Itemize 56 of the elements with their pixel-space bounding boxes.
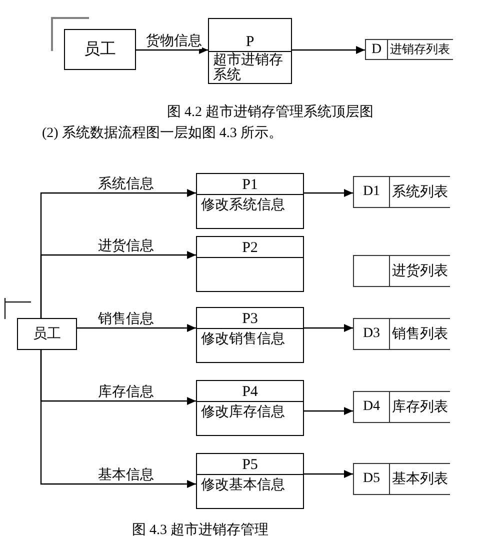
arrow: [304, 189, 353, 197]
store-name: 进销存列表: [390, 42, 450, 57]
process-box: [196, 236, 304, 292]
entity-name: 员工: [33, 326, 61, 342]
body-text: (2) 系统数据流程图一层如图 4.3 所示。: [42, 125, 282, 142]
data-store: [353, 463, 450, 495]
process-id: P: [246, 34, 254, 50]
process-box: [196, 380, 304, 436]
data-store: [365, 39, 453, 60]
process-name: 修改系统信息: [201, 197, 285, 214]
arrow: [304, 324, 353, 332]
arrow: [40, 350, 196, 488]
process-name: 修改库存信息: [201, 404, 285, 421]
process-name: 修改基本信息: [201, 477, 285, 494]
process-id: P5: [242, 457, 258, 473]
process-box: [196, 453, 304, 509]
edge-label: 库存信息: [98, 384, 154, 400]
arrow: [136, 46, 208, 54]
arrow: [40, 251, 196, 318]
edge-label: 进货信息: [98, 238, 154, 254]
edge-label: 货物信息: [146, 33, 202, 49]
arrow: [304, 470, 353, 478]
edge-label: 系统信息: [98, 176, 154, 192]
figure-caption: 图 4.2 超市进销存管理系统顶层图: [167, 104, 374, 121]
edge-label: 销售信息: [98, 311, 154, 327]
entity-name: 员工: [84, 40, 116, 59]
store-name: 库存列表: [392, 398, 448, 416]
arrow: [292, 46, 365, 54]
store-name: 系统列表: [392, 184, 448, 200]
edge-label: 基本信息: [98, 467, 154, 483]
process-name: 修改销售信息: [201, 331, 285, 348]
data-store: [353, 176, 450, 208]
process-id: P2: [242, 240, 258, 256]
process-id: P3: [242, 311, 258, 327]
arrow: [304, 407, 353, 415]
store-name: 销售列表: [392, 326, 448, 342]
store-id: D1: [362, 184, 380, 200]
process-name: 超市进销存系统: [213, 53, 284, 83]
process-box: [196, 307, 304, 363]
entity-box: [17, 318, 77, 350]
store-name: 基本列表: [392, 470, 448, 488]
data-store: [353, 391, 450, 423]
process-box: [196, 173, 304, 229]
data-store: [353, 318, 450, 350]
store-id: D3: [362, 326, 380, 342]
data-store: [353, 255, 450, 287]
figure-caption: 图 4.3 超市进销存管理: [132, 522, 268, 539]
store-id: D4: [362, 399, 380, 415]
process-id: P1: [242, 177, 258, 193]
entity-box: [64, 29, 136, 70]
store-id: D5: [362, 471, 380, 487]
store-id: D: [371, 42, 382, 58]
process-id: P4: [242, 384, 258, 400]
arrow: [77, 324, 196, 332]
process-box: [208, 18, 292, 84]
store-name: 进货列表: [392, 262, 448, 280]
